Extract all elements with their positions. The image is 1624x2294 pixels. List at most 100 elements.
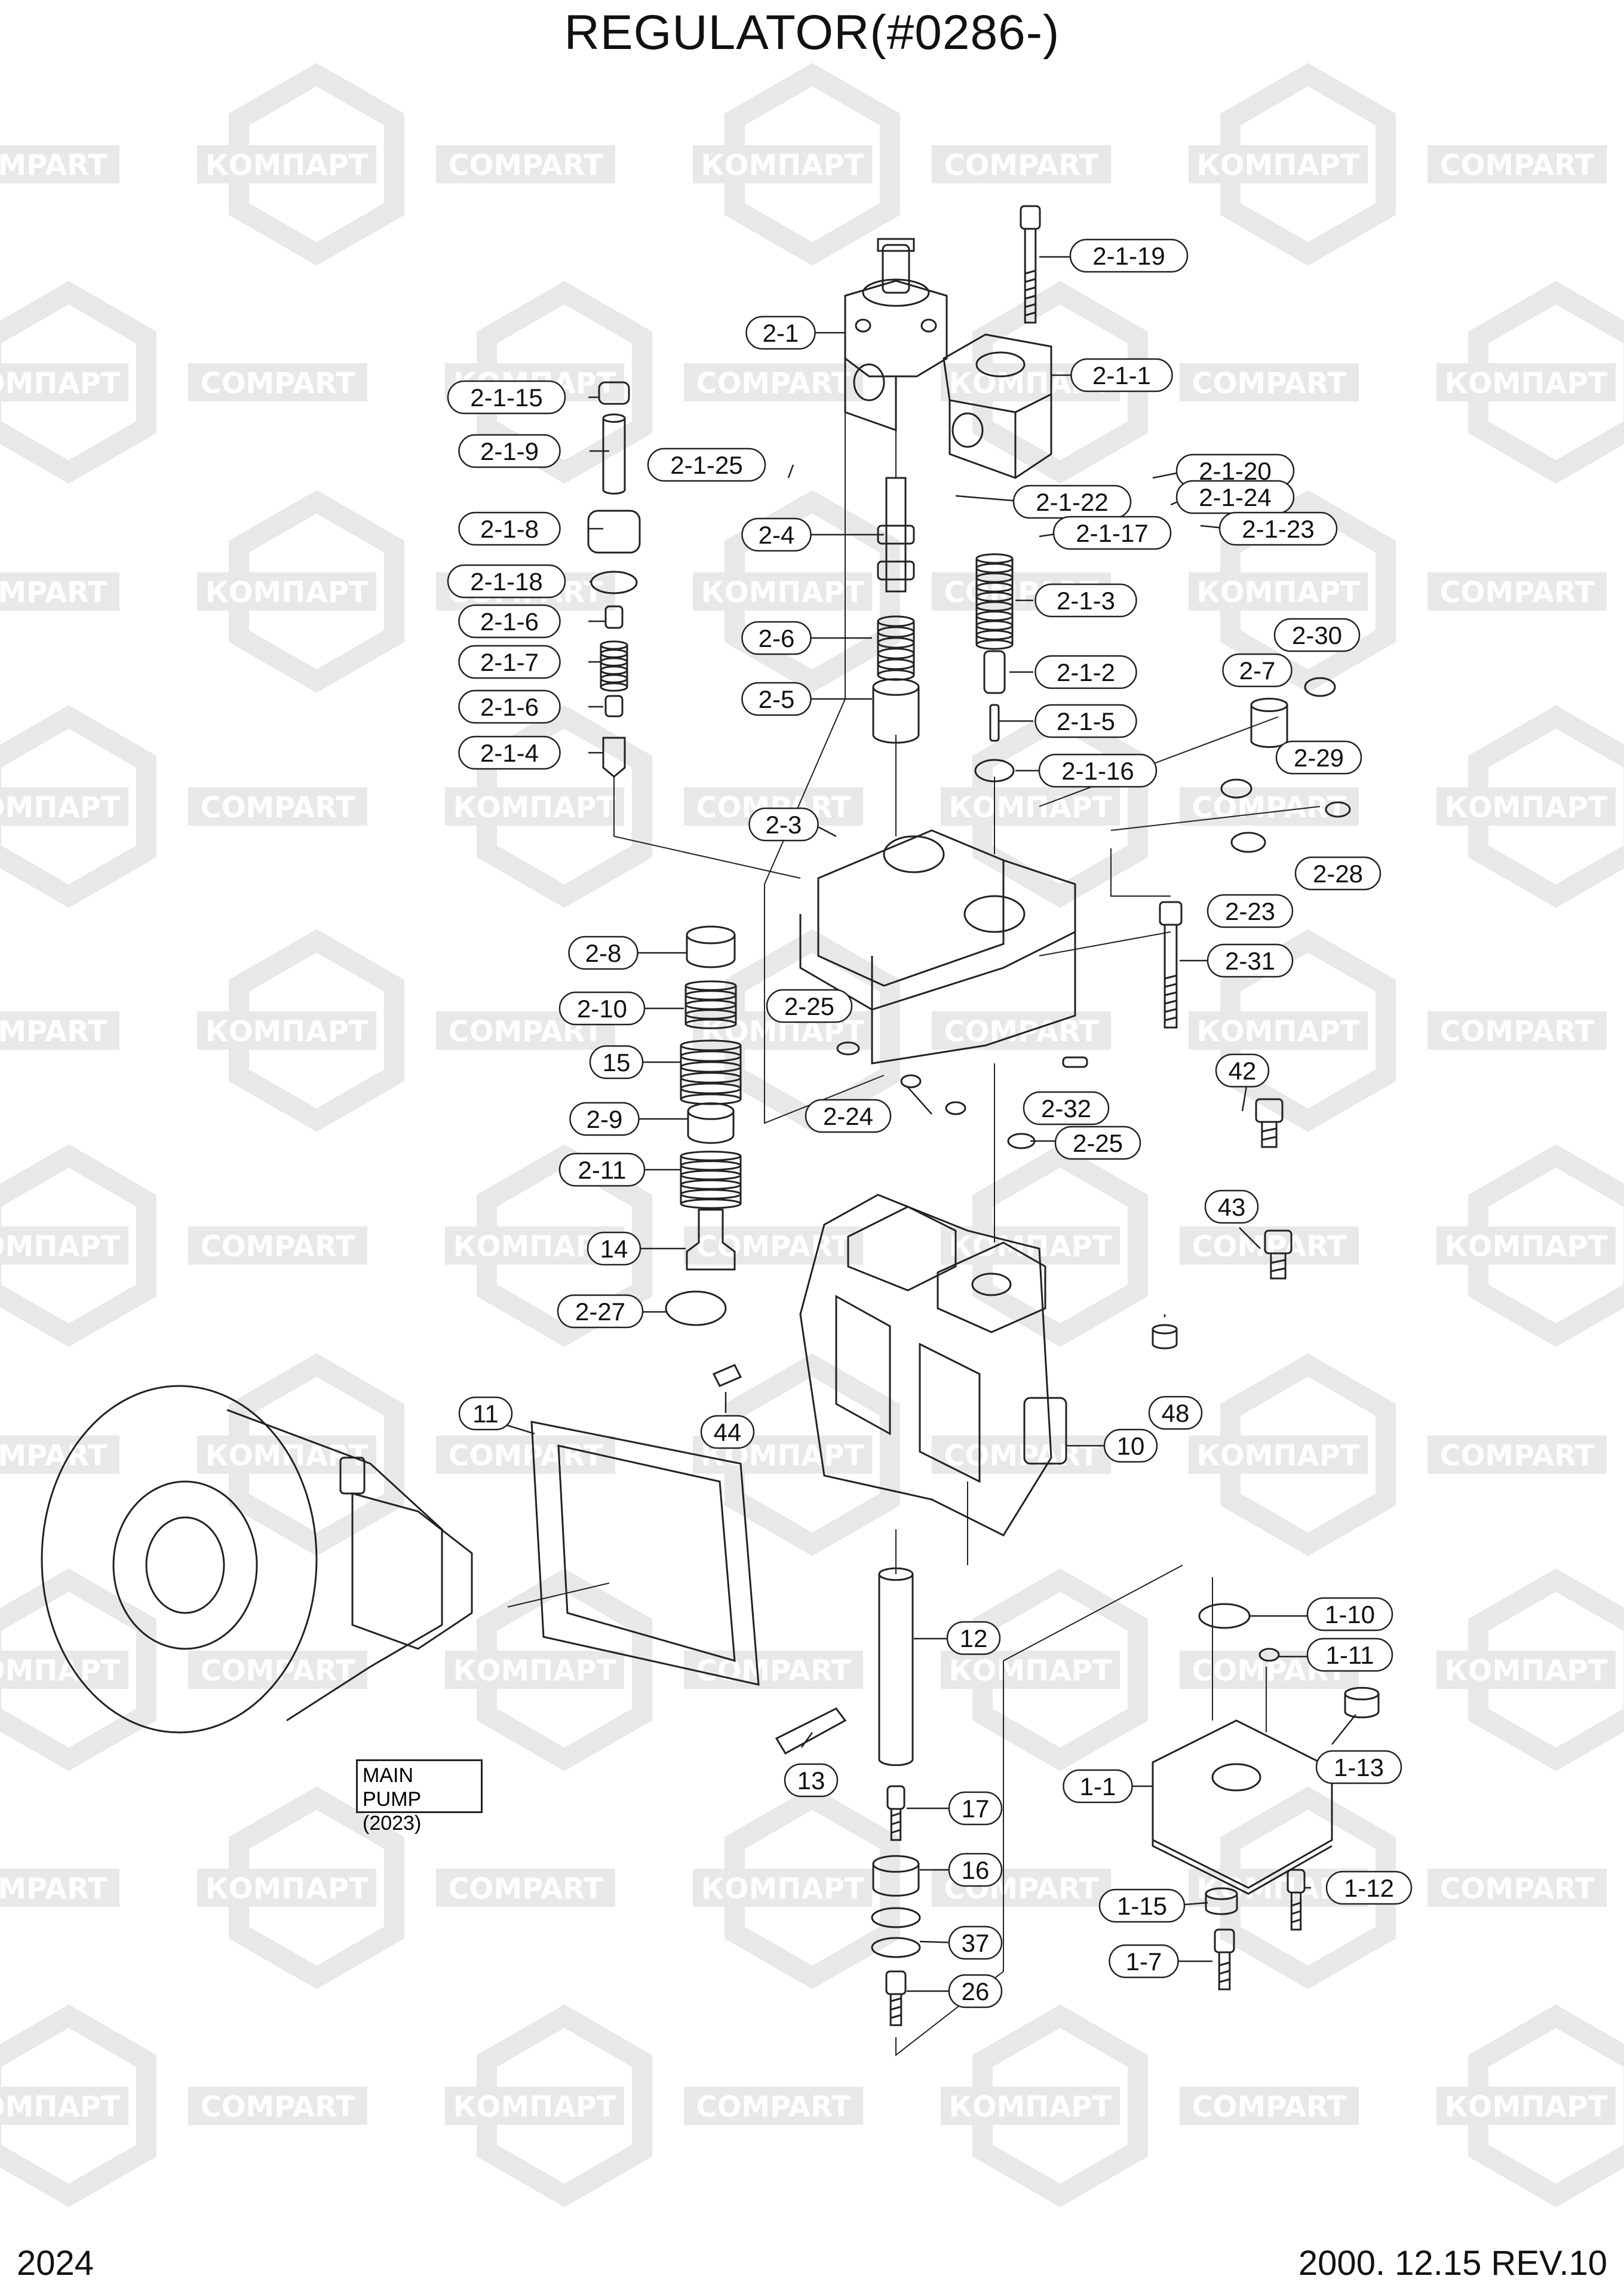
sleeve-2-1-3-coil [975,620,1014,631]
svg-text:COMPART: COMPART [1192,2090,1347,2124]
piston-2-5-top [872,678,920,696]
valve-top-boss [862,278,930,307]
bolt-2-31-thread [1164,1008,1177,1013]
cover-1-1-port [1211,1763,1261,1792]
svg-text:COMPART: COMPART [200,2090,355,2124]
part-callout: 42 [1215,1053,1270,1088]
main-pump-note: MAIN PUMP (2023) [356,1759,483,1835]
svg-text:COMPART: COMPART [944,1015,1099,1048]
watermark-logo: КОМПАРТ COMPART [693,63,1111,266]
svg-text:КОМПАРТ: КОМПАРТ [1196,1015,1359,1048]
svg-text:COMPART: COMPART [696,2090,851,2124]
part-callout-label: 2-23 [1225,897,1275,925]
guide-line [764,884,885,1124]
part-callout-label: 10 [1117,1432,1145,1460]
piston-14 [686,1209,736,1271]
part-callout: 2-1-23 [1218,511,1338,546]
part-callout-label: 2-9 [587,1105,623,1133]
part-callout: 2-1-3 [1034,583,1137,618]
svg-text:COMPART: COMPART [0,1015,108,1048]
part-callout: 2-9 [569,1102,640,1136]
svg-text:COMPART: COMPART [1192,1230,1347,1263]
oring-2-25 [836,1041,860,1056]
part-callout-label: 1-10 [1325,1600,1375,1629]
part-callout-label: 2-1-5 [1057,707,1115,735]
page-title: REGULATOR(#0286-) [564,5,1060,60]
plug-2-1-2 [983,650,1006,694]
svg-text:COMPART: COMPART [0,576,108,609]
spring-2-1-7-coil [600,682,628,692]
spring-2-6-coil [877,658,915,670]
plug-2-7-top [1250,698,1288,712]
spring-2-1-7-side [600,645,628,687]
part-callout-label: 2-1-8 [480,515,539,543]
svg-text:COMPART: COMPART [944,149,1099,182]
leader-line [787,464,794,479]
bolt-2-31-head [1159,901,1183,926]
part-callout-label: 42 [1229,1057,1257,1085]
part-callout-label: 16 [962,1856,990,1884]
pump-boss [351,1492,473,1650]
part-callout: 2-1-19 [1069,238,1189,273]
svg-text:COMPART: COMPART [696,1230,851,1263]
part-callout: 2-1-24 [1175,480,1295,514]
part-callout: 26 [948,1974,1003,2008]
guide-line [613,777,801,879]
svg-text:КОМПАРТ: КОМПАРТ [701,149,864,182]
bolt-2-31-thread [1164,983,1177,988]
part-callout-label: 2-1-16 [1061,757,1134,785]
part-callout: 2-1-6 [458,689,561,724]
part-callout: 2-7 [1222,653,1293,688]
bolt-26-thread [890,1997,902,2002]
part-callout: 2-1-1 [1070,358,1173,392]
pump-flange-outer [41,1385,318,1734]
part-callout: 1-15 [1098,1888,1186,1923]
svg-text:КОМПАРТ: КОМПАРТ [1444,791,1607,824]
svg-text:COMPART: COMPART [200,1230,355,1263]
pump-flange-inner [112,1480,258,1650]
plug-48-top [1152,1324,1178,1335]
valve-body-top [844,280,948,378]
bolt-43-head [1264,1229,1293,1255]
part-callout-label: 2-1-19 [1092,242,1165,270]
spring-2-10-side [684,986,737,1024]
pump-fitting [339,1456,366,1495]
part-callout-label: 1-11 [1326,1641,1374,1669]
part-callout-label: 2-1-7 [480,648,539,676]
svg-text:КОМПАРТ: КОМПАРТ [1196,1439,1359,1473]
leader-line [1331,1714,1356,1745]
bolt-1-12-thread [1291,1902,1301,1907]
svg-text:COMPART: COMPART [1439,576,1595,609]
seat-2-9-body [687,1111,735,1144]
housing-port [971,1272,1012,1296]
part-callout-label: 1-7 [1126,1948,1162,1976]
spring-2-1-7-coil [600,665,628,675]
sleeve-2-1-3-side [975,559,1014,645]
housing-top-boss [847,1206,957,1292]
svg-text:COMPART: COMPART [1192,367,1347,400]
part-callout: 2-1-17 [1052,516,1172,550]
bolt-26-thread [890,2014,902,2019]
part-callout-label: 1-12 [1344,1874,1394,1902]
valve-bolt-hole [855,318,871,333]
gasket-11-inner [557,1445,736,1663]
sleeve-2-1-3-coil [975,630,1014,640]
svg-text:COMPART: COMPART [200,1654,355,1688]
ring-37b [871,1937,921,1958]
spring-15-coil [680,1082,742,1094]
valve-port [853,363,885,401]
ring-37 [871,1907,921,1928]
part-callout: 2-4 [741,517,812,552]
part-callout-label: 2-1-4 [480,739,539,767]
bolt-26-thread [890,2005,902,2011]
